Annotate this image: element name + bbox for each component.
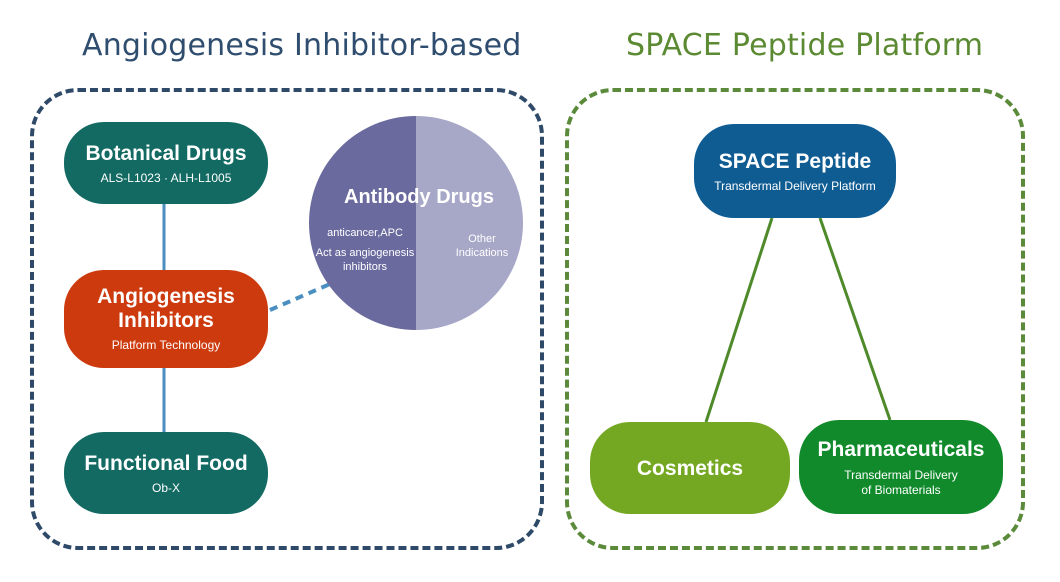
pharmaceuticals-title: Pharmaceuticals (817, 437, 985, 461)
functional-food-subtitle: Ob-X (151, 480, 180, 495)
botanical-drugs-subtitle: ALS-L1023 · ALH-L1005 (100, 170, 232, 185)
angiogenesis-title-line1: Angiogenesis (97, 285, 235, 308)
antibody-left-line2: Act as angiogenesis (315, 247, 415, 259)
antibody-drugs-circle (309, 116, 523, 330)
pharmaceuticals-subtitle-line2: of Biomaterials (861, 482, 941, 497)
space-peptide-subtitle: Transdermal Delivery Platform (714, 178, 876, 193)
angiogenesis-title-line2: Inhibitors (118, 309, 214, 332)
space-peptide-title: SPACE Peptide (718, 149, 872, 173)
cosmetics-title: Cosmetics (636, 456, 744, 480)
antibody-left-line3: inhibitors (342, 261, 388, 273)
angiogenesis-inhibitors-node: Angiogenesis Inhibitors Platform Technol… (64, 270, 268, 368)
pharmaceuticals-node: Pharmaceuticals Transdermal Delivery of … (799, 420, 1003, 514)
antibody-left-text: anticancer,APC Act as angiogenesis inhib… (310, 226, 420, 274)
botanical-drugs-node: Botanical Drugs ALS-L1023 · ALH-L1005 (64, 122, 268, 204)
connector-space-pharma (818, 217, 892, 421)
functional-food-title: Functional Food (84, 451, 248, 475)
antibody-right-text: Other Indications (444, 232, 520, 260)
antibody-left-line1: anticancer,APC (327, 227, 403, 239)
connector-space-cosmetics (704, 217, 774, 423)
connector-angiogenesis-antibody (269, 282, 331, 312)
cosmetics-node: Cosmetics (590, 422, 790, 514)
angiogenesis-subtitle: Platform Technology (111, 338, 221, 352)
space-peptide-group-box (565, 88, 1025, 550)
antibody-right-line2: Indications (455, 247, 509, 259)
pharmaceuticals-subtitle-line1: Transdermal Delivery (844, 467, 958, 482)
left-group-title: Angiogenesis Inhibitor-based (82, 28, 522, 63)
antibody-left-half (309, 116, 416, 330)
botanical-drugs-title: Botanical Drugs (85, 141, 247, 165)
space-peptide-node: SPACE Peptide Transdermal Delivery Platf… (694, 124, 896, 218)
pharmaceuticals-subtitle: Transdermal Delivery of Biomaterials (844, 468, 958, 498)
antibody-right-line1: Other (468, 233, 496, 245)
antibody-right-half (416, 116, 523, 330)
antibody-drugs-title: Antibody Drugs (344, 186, 494, 208)
angiogenesis-group-box (30, 88, 544, 550)
right-group-title: SPACE Peptide Platform (626, 28, 984, 63)
functional-food-node: Functional Food Ob-X (64, 432, 268, 514)
